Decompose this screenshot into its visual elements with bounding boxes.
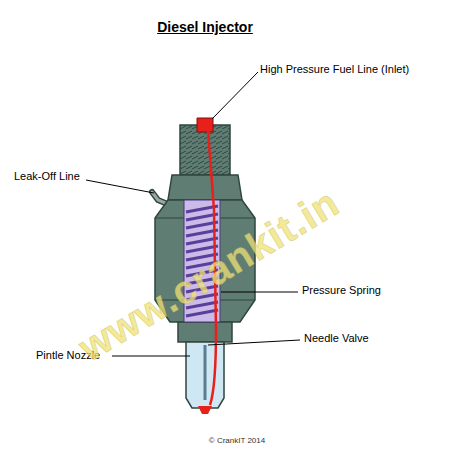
pintle-nozzle <box>186 342 224 408</box>
part-label: High Pressure Fuel Line (Inlet) <box>260 63 409 76</box>
inlet-fitting <box>197 118 213 132</box>
collar <box>168 175 242 200</box>
nozzle-tip <box>198 406 212 414</box>
leader-line <box>212 72 258 119</box>
part-label: Leak-Off Line <box>14 170 80 183</box>
leader-line <box>221 292 298 293</box>
leader-line <box>208 340 300 345</box>
leader-line <box>86 180 154 193</box>
part-label: Pressure Spring <box>302 284 381 297</box>
leader-line <box>112 356 190 357</box>
lower-neck <box>178 322 232 342</box>
part-label: Needle Valve <box>304 332 369 345</box>
copyright-note: © CrankIT 2014 <box>209 436 265 446</box>
diagram-title: Diesel Injector <box>157 19 253 36</box>
needle-valve <box>204 345 207 400</box>
